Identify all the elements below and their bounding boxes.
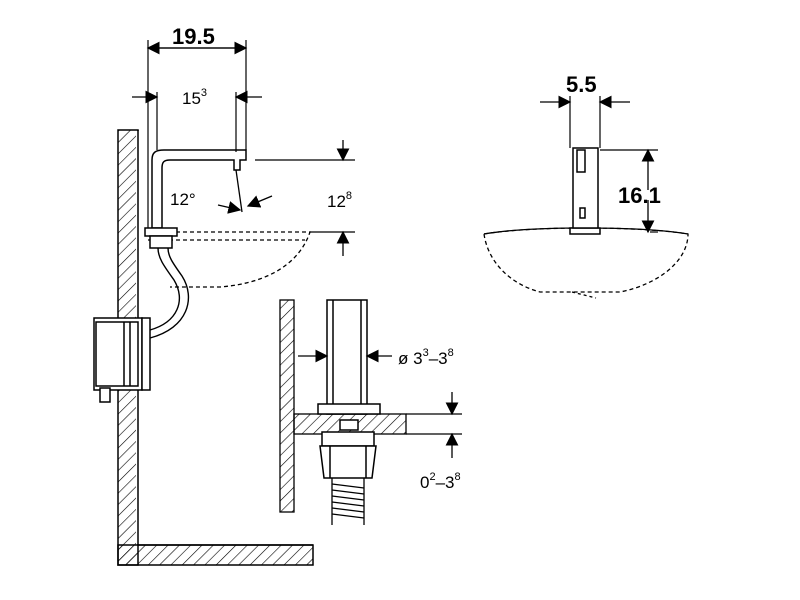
detail-hose [331, 478, 365, 525]
dim-slab-thickness: 02–38 [406, 392, 462, 492]
faucet-spout [144, 149, 247, 249]
dim-spout-width: 19.5 [146, 24, 248, 55]
side-faucet [569, 147, 601, 235]
label-side-height: 16.1 [618, 183, 661, 208]
dim-hole-diameter: ø 33–38 [298, 347, 454, 368]
label-inner-width: 153 [182, 87, 207, 108]
control-box [93, 317, 151, 403]
label-slab-thickness: 02–38 [420, 471, 461, 492]
dim-side-height: 16.1 [618, 148, 661, 234]
label-angle: 12° [170, 190, 196, 209]
dim-angle: 12° [170, 169, 273, 214]
dim-inner-width: 153 [132, 87, 262, 108]
label-spout-height: 128 [327, 190, 352, 211]
label-spout-width: 19.5 [172, 24, 215, 49]
detail-column [317, 299, 381, 479]
dim-spout-height: 128 [327, 140, 352, 256]
flex-hose [149, 247, 190, 339]
basin-outline [148, 231, 311, 288]
dim-side-width: 5.5 [540, 72, 630, 109]
label-hole-diameter: ø 33–38 [398, 347, 454, 368]
label-side-width: 5.5 [566, 72, 597, 97]
side-basin [483, 227, 689, 299]
